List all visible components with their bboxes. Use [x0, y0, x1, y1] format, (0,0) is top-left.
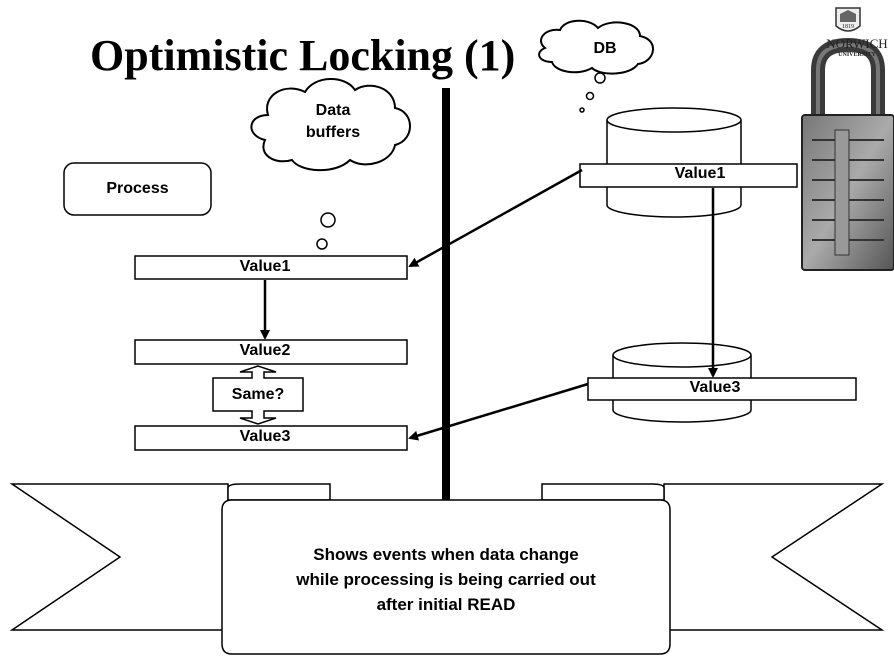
db-value3-label: Value3 — [689, 379, 741, 396]
logo-name: NORWICH — [826, 36, 888, 51]
data-buffers-label-line2: buffers — [305, 124, 361, 141]
process-value3-row — [134, 425, 408, 451]
banner-text-line2: while processing is being carried out — [296, 570, 596, 589]
padlock-icon — [801, 37, 894, 271]
process-box — [63, 162, 212, 216]
logo-year: 1819 — [842, 24, 854, 30]
process-value2-row — [134, 339, 408, 365]
process-label: Process — [106, 180, 169, 197]
banner-ribbon — [9, 483, 885, 655]
read-value3-arrow — [408, 382, 589, 441]
banner-text-line1: Shows events when data change — [313, 545, 579, 564]
db-value3-row — [587, 377, 857, 401]
same-compare-arrow — [212, 365, 304, 425]
banner-text-line3: after initial READ — [376, 595, 516, 614]
logo-sub: UNIVERSITY — [838, 52, 876, 58]
process-value3-label: Value3 — [239, 428, 291, 445]
db-value1-row — [579, 163, 798, 188]
same-label: Same? — [231, 386, 285, 403]
db-value1-label: Value1 — [674, 165, 726, 182]
data-buffers-label-line1: Data — [315, 102, 351, 119]
read-value1-arrow — [408, 168, 583, 268]
db-thought-bubble — [538, 19, 654, 113]
university-logo — [835, 7, 861, 32]
process-value1-row — [134, 255, 408, 280]
data-buffers-thought-bubble — [250, 78, 411, 270]
process-value1-label: Value1 — [239, 258, 291, 275]
slide-title: Optimistic Locking (1) — [90, 31, 516, 80]
process-value2-label: Value2 — [239, 342, 291, 359]
db-bubble-label: DB — [593, 40, 617, 57]
db-cylinder-upper — [606, 107, 742, 218]
